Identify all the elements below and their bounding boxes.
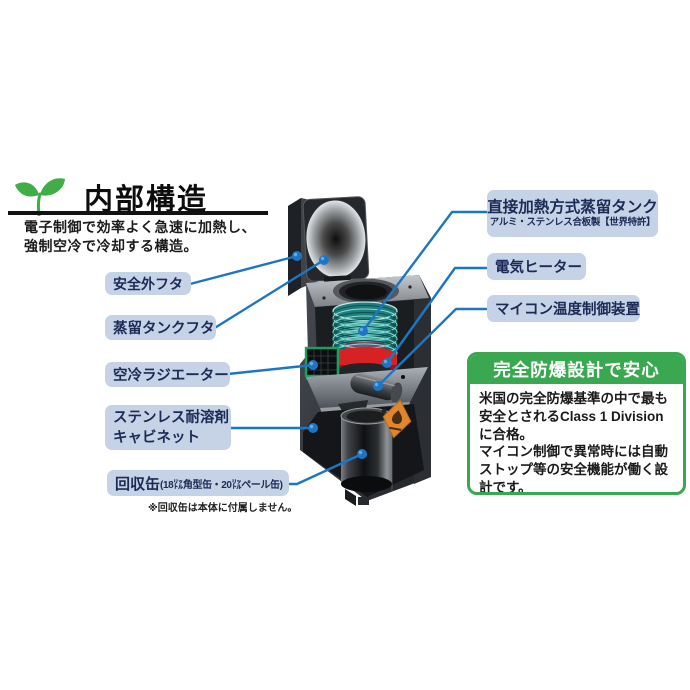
- safety-info-box: 完全防爆設計で安心 米国の完全防爆基準の中で最も安全とされるClass 1 Di…: [467, 352, 686, 495]
- header-description-line2: 強制空冷で冷却する構造。: [24, 237, 198, 254]
- safety-info-p1-post: に合格。: [479, 426, 533, 442]
- title-underline: [8, 211, 268, 215]
- label-direct-heating-tank-sub: アルミ・ステンレス合板製【世界特許】: [489, 216, 656, 228]
- label-recovery-can-detail: (18㍑角型缶・20㍑ペール缶): [160, 479, 283, 491]
- feet: [345, 489, 369, 506]
- page-title: 内部構造: [84, 184, 209, 216]
- seedling-icon: [15, 178, 65, 216]
- hazard-label: [382, 399, 412, 439]
- safety-info-paragraph-1: 米国の完全防爆基準の中で最も安全とされるClass 1 Division に合格。: [479, 390, 674, 443]
- recovery-can-footnote: ※回収缶は本体に付属しません。: [148, 503, 298, 514]
- label-stainless-cabinet-line1: ステンレス耐溶剤: [113, 410, 229, 426]
- safety-info-p1-bold: Class 1 Division: [560, 408, 664, 424]
- label-distillation-tank-lid-text: 蒸留タンクフタ: [113, 321, 215, 337]
- header-description: 電子制御で効率よく急速に加熱し、 強制空冷で冷却する構造。: [24, 218, 256, 256]
- label-safety-outer-lid-text: 安全外フタ: [113, 275, 183, 292]
- label-air-cooled-radiator-text: 空冷ラジエーター: [113, 368, 229, 384]
- label-stainless-cabinet: ステンレス耐溶剤 キャビネット: [105, 405, 231, 450]
- safety-info-box-body: 米国の完全防爆基準の中で最も安全とされるClass 1 Division に合格。…: [470, 384, 683, 495]
- machine-illustration: [288, 196, 431, 506]
- safety-info-paragraph-2: マイコン制御で異常時には自動ストップ等の安全機能が働く設計です。: [479, 444, 668, 495]
- outer-lid: [302, 196, 370, 285]
- label-stainless-cabinet-line2: キャビネット: [113, 430, 200, 446]
- label-direct-heating-tank-text: 直接加熱方式蒸留タンク: [487, 198, 658, 216]
- label-recovery-can-text: 回収缶: [115, 475, 161, 493]
- label-recovery-can: 回収缶(18㍑角型缶・20㍑ペール缶): [107, 470, 289, 496]
- label-electric-heater-text: 電気ヒーター: [495, 260, 582, 276]
- label-temperature-controller: マイコン温度制御装置: [487, 295, 640, 322]
- label-electric-heater: 電気ヒーター: [487, 253, 586, 280]
- safety-info-p1-pre: 米国の完全防爆基準の中で最も安全とされる: [479, 391, 668, 424]
- header-description-line1: 電子制御で効率よく急速に加熱し、: [24, 219, 256, 235]
- label-temperature-controller-text: マイコン温度制御装置: [495, 302, 640, 318]
- label-safety-outer-lid: 安全外フタ: [105, 272, 191, 295]
- safety-info-box-title: 完全防爆設計で安心: [470, 355, 683, 384]
- label-air-cooled-radiator: 空冷ラジエーター: [105, 362, 230, 387]
- label-distillation-tank-lid: 蒸留タンクフタ: [105, 315, 216, 340]
- recovery-can: [340, 407, 393, 492]
- label-direct-heating-tank: 直接加熱方式蒸留タンク アルミ・ステンレス合板製【世界特許】: [487, 190, 658, 237]
